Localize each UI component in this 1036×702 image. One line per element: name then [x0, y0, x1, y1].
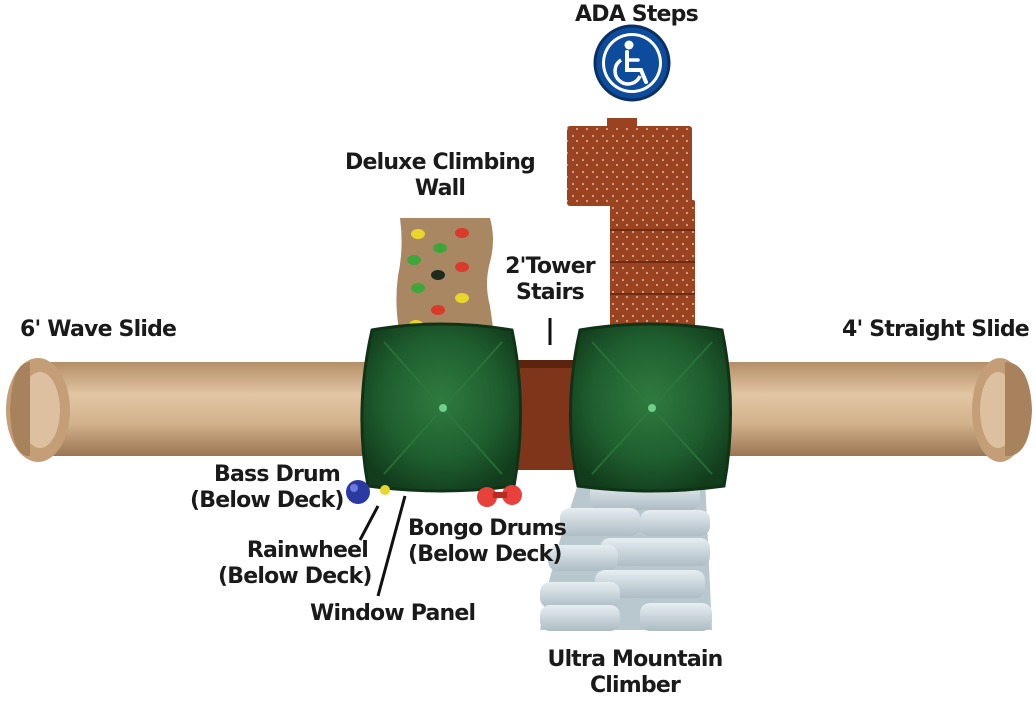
right-tower-roof	[568, 322, 733, 493]
ada-step-panels	[567, 118, 695, 340]
bongo-drums-label: Bongo Drums (Below Deck)	[408, 516, 567, 567]
mountain-climber-label: Ultra Mountain Climber	[547, 647, 724, 698]
wheelchair-icon	[593, 24, 671, 102]
ada-steps-label: ADA Steps	[575, 2, 699, 27]
rainwheel-label: Rainwheel (Below Deck)	[218, 538, 373, 589]
climbing-wall	[396, 218, 494, 335]
leader-lines	[358, 318, 552, 597]
bongo-drums	[477, 485, 522, 507]
window-panel-label: Window Panel	[310, 601, 476, 626]
rainwheel	[380, 485, 390, 495]
straight-slide-label: 4' Straight Slide	[842, 317, 1030, 342]
climbing-wall-label: Deluxe Climbing Wall	[345, 150, 536, 201]
mountain-climber	[540, 478, 712, 631]
bass-drum-label: Bass Drum (Below Deck)	[190, 462, 345, 513]
wave-slide-label: 6' Wave Slide	[20, 317, 177, 342]
bass-drum	[346, 480, 370, 504]
tower-stairs-label: 2'Tower Stairs	[505, 254, 596, 305]
left-tower-roof	[360, 322, 523, 493]
straight-slide	[700, 358, 1032, 462]
wave-slide	[6, 358, 380, 462]
